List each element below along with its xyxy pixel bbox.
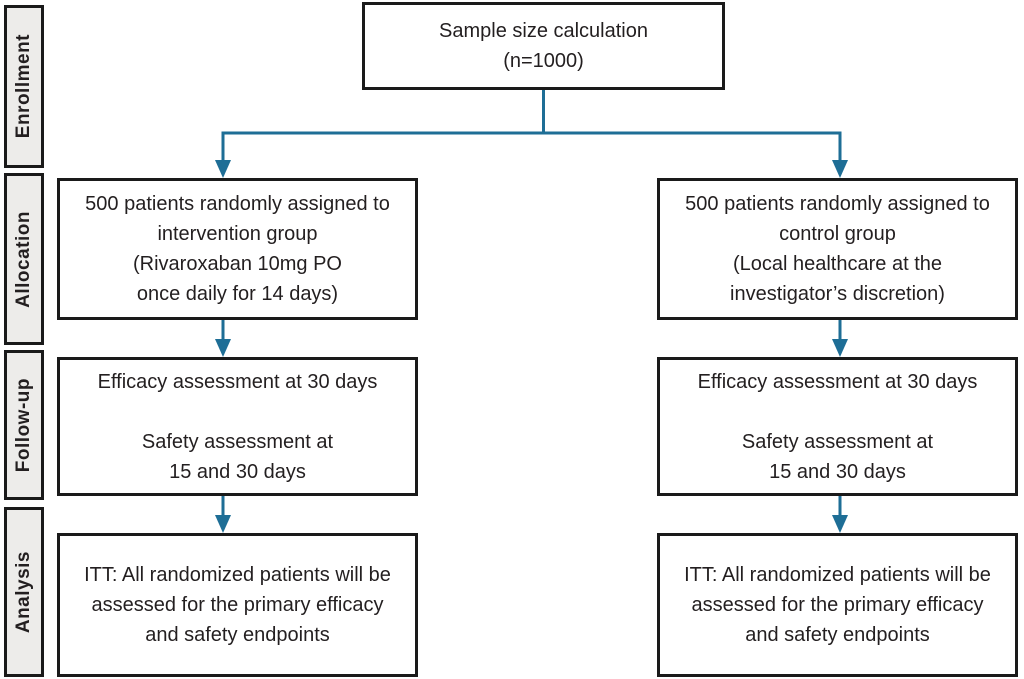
stage-label-allocation-text: Allocation (13, 210, 34, 308)
stage-label-enrollment-text: Enrollment (13, 34, 34, 139)
stage-label-analysis-text: Analysis (13, 550, 34, 634)
analysis-control-box: ITT: All randomized patients will be ass… (657, 533, 1018, 677)
sample-size-box: Sample size calculation (n=1000) (362, 2, 725, 90)
arrow-head-branch-left (215, 160, 231, 178)
analysis-intervention-box: ITT: All randomized patients will be ass… (57, 533, 418, 677)
arrow-head-allocation-followup-right (832, 339, 848, 357)
stage-label-allocation: Allocation (4, 173, 44, 345)
stage-label-followup-text: Follow-up (13, 377, 34, 473)
stage-label-analysis: Analysis (4, 507, 44, 677)
followup-intervention-box: Efficacy assessment at 30 days Safety as… (57, 357, 418, 496)
arrow-head-branch-right (832, 160, 848, 178)
followup-control-box: Efficacy assessment at 30 days Safety as… (657, 357, 1018, 496)
intervention-group-box: 500 patients randomly assigned to interv… (57, 178, 418, 320)
stage-label-enrollment: Enrollment (4, 5, 44, 168)
arrow-head-followup-analysis-right (832, 515, 848, 533)
control-group-box: 500 patients randomly assigned to contro… (657, 178, 1018, 320)
stage-label-followup: Follow-up (4, 350, 44, 500)
arrow-head-followup-analysis-left (215, 515, 231, 533)
arrow-head-allocation-followup-left (215, 339, 231, 357)
